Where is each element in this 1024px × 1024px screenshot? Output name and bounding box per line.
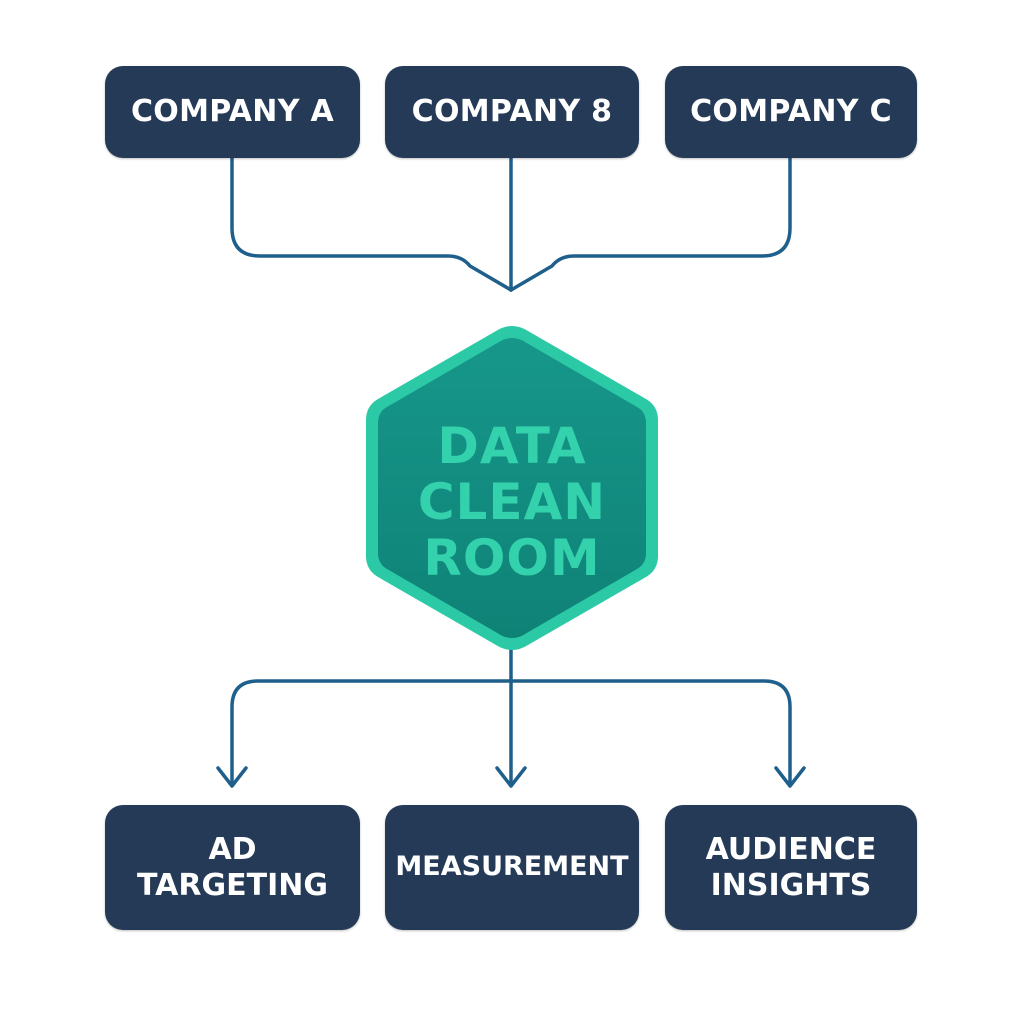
output-label-line: INSIGHTS bbox=[710, 867, 872, 903]
source-label: COMPANY A bbox=[130, 94, 335, 129]
source-box-company-b: COMPANY 8 bbox=[385, 66, 639, 158]
hexagon-shape bbox=[366, 326, 658, 650]
center-label-line: CLEAN bbox=[417, 473, 607, 531]
output-box-audience-insights: AUDIENCE INSIGHTS bbox=[665, 805, 917, 930]
connector-audience-insights bbox=[509, 679, 792, 787]
output-label-line: MEASUREMENT bbox=[395, 851, 629, 883]
output-label-line: TARGETING bbox=[137, 867, 328, 903]
center-label-line: DATA bbox=[437, 417, 587, 475]
data-clean-room-label: DATA CLEAN ROOM bbox=[360, 418, 664, 586]
source-box-company-a: COMPANY A bbox=[105, 66, 360, 158]
center-label-line: ROOM bbox=[423, 529, 601, 587]
data-clean-room-hexagon bbox=[360, 320, 664, 656]
output-box-measurement: MEASUREMENT bbox=[385, 805, 639, 930]
source-box-company-c: COMPANY C bbox=[665, 66, 917, 158]
source-label: COMPANY C bbox=[690, 94, 892, 129]
arrowhead-ad-targeting bbox=[216, 766, 248, 788]
arrowhead-measurement bbox=[495, 766, 527, 788]
source-label: COMPANY 8 bbox=[411, 94, 613, 129]
connector-ad-targeting bbox=[230, 679, 513, 787]
arrowhead-audience-insights bbox=[774, 766, 806, 788]
output-label-line: AUDIENCE bbox=[705, 831, 877, 867]
output-box-ad-targeting: AD TARGETING bbox=[105, 805, 360, 930]
connector-company-c bbox=[509, 156, 792, 292]
connector-company-a bbox=[230, 156, 513, 292]
output-label-line: AD bbox=[208, 831, 257, 867]
